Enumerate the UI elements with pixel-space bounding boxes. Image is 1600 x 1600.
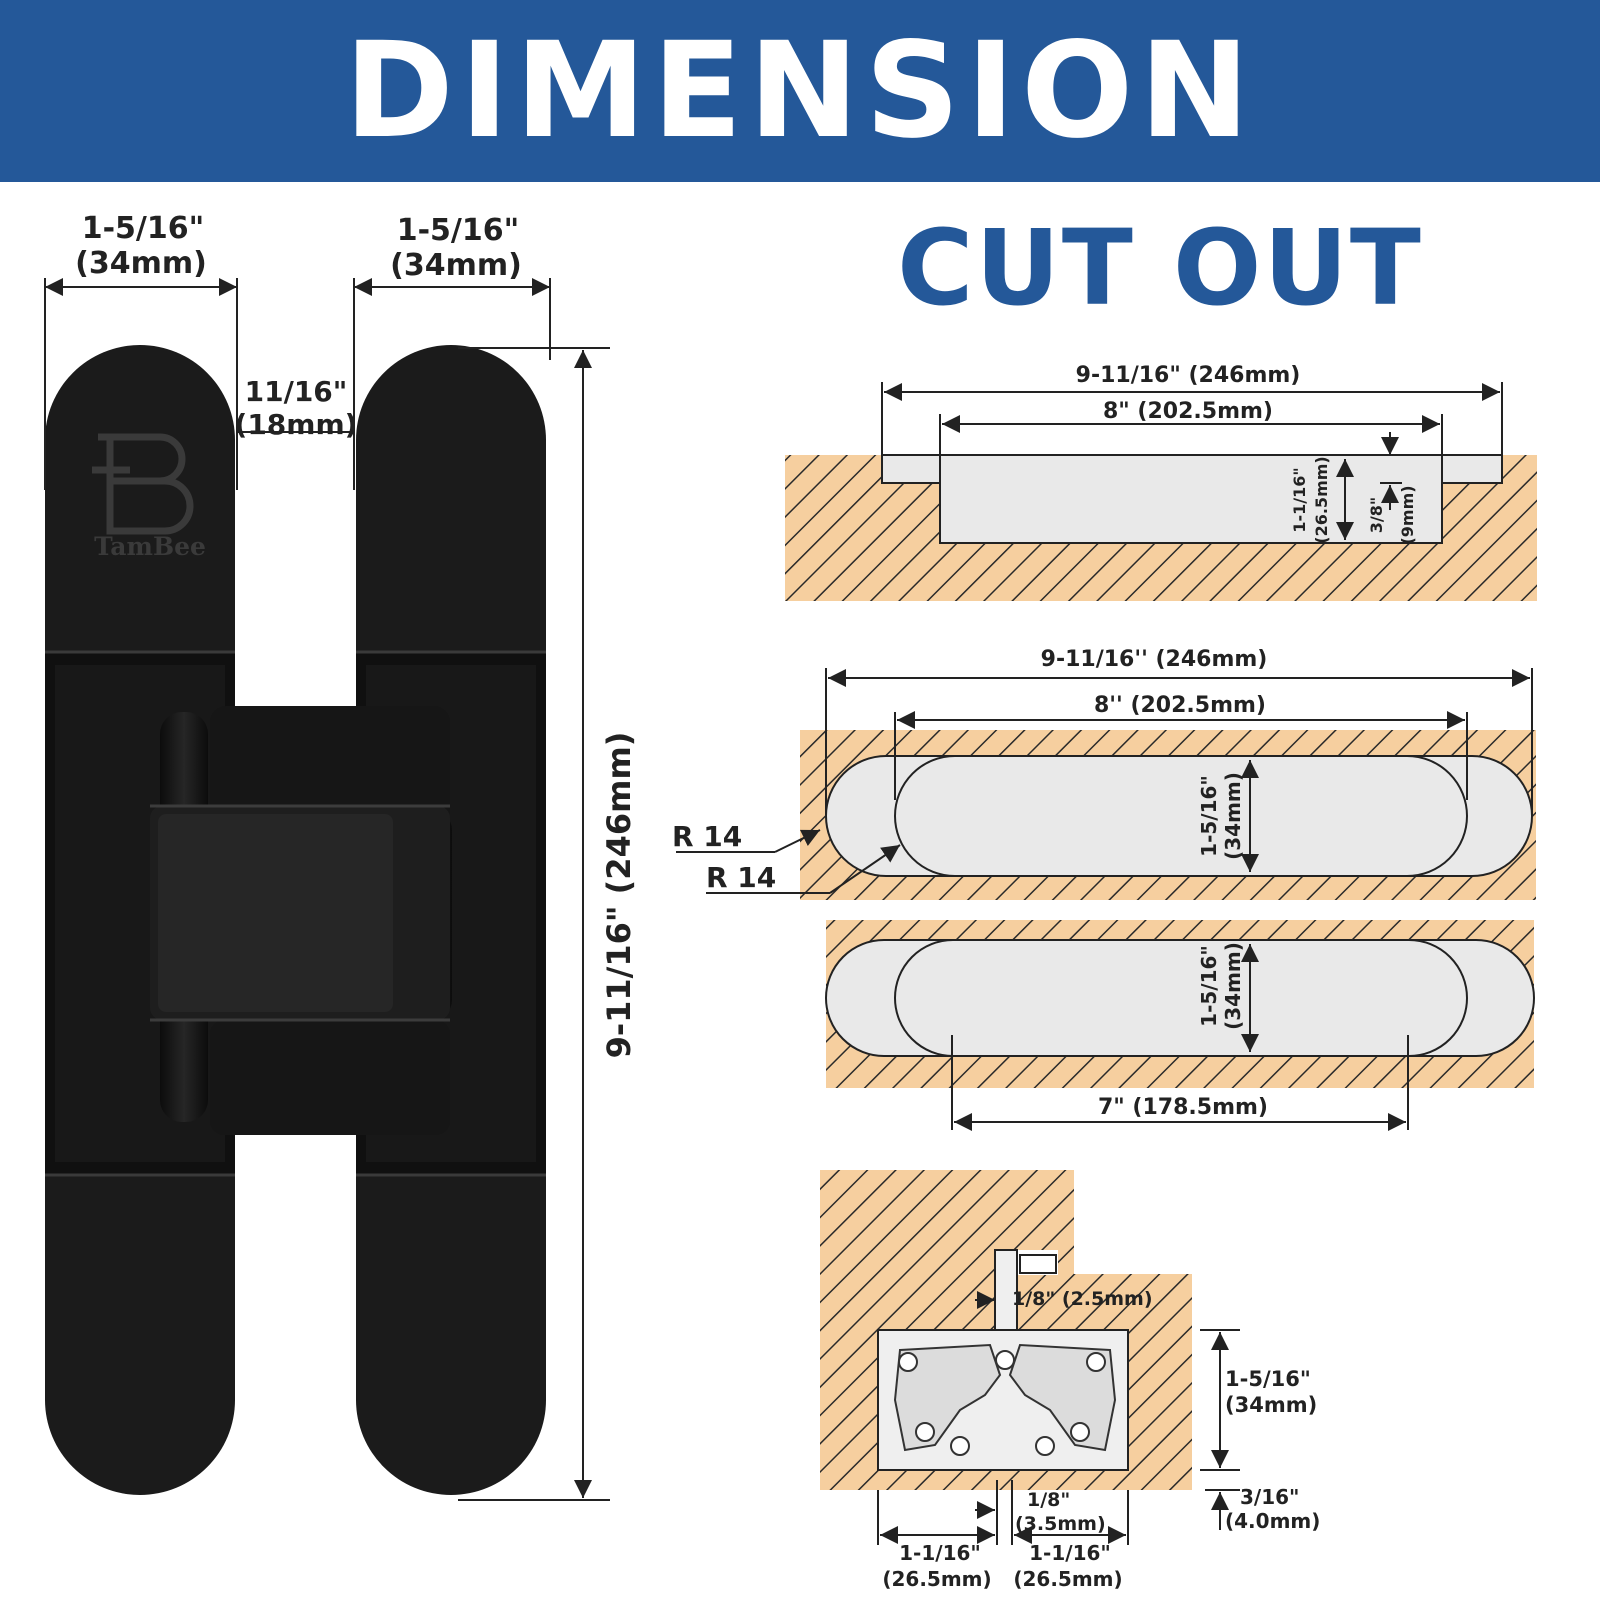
section-depth-right-mm: (26.5mm)	[1013, 1567, 1122, 1591]
hinge-mechanism-lower	[210, 1020, 450, 1135]
cutout-screw-spacing: 7" (178.5mm)	[1098, 1095, 1268, 1120]
hinge-cross-section	[820, 1170, 1240, 1545]
cutout-side-overall: 9-11/16" (246mm)	[1076, 363, 1301, 388]
cutout-screw-width-inch: 1-5/16"	[1197, 945, 1221, 1027]
hinge-dimensions	[44, 278, 610, 1501]
leaf-gap-inch: 11/16"	[245, 375, 348, 408]
section-height-inch: 1-5/16"	[1225, 1367, 1311, 1391]
cut-out-title: CUT OUT	[897, 207, 1423, 329]
section-height-mm: (34mm)	[1225, 1393, 1317, 1417]
right-leaf-width-mm: (34mm)	[390, 248, 522, 283]
section-offset-inch: 3/16"	[1240, 1485, 1299, 1509]
hinge-illustration: TamBee	[45, 345, 546, 1495]
section-offset-mm: (4.0mm)	[1225, 1509, 1320, 1533]
cutout-side-section	[785, 382, 1537, 601]
title-banner	[0, 0, 1600, 182]
cutout-screw-view	[825, 920, 1535, 1131]
radius-inner-label: R 14	[706, 861, 776, 894]
section-gap-bottom-mm: (3.5mm)	[1015, 1513, 1106, 1535]
section-depth-left-mm: (26.5mm)	[882, 1567, 991, 1591]
section-depth-left-inch: 1-1/16"	[899, 1541, 981, 1565]
brand-name: TamBee	[94, 532, 206, 561]
cutout-top-pocket: 8'' (202.5mm)	[1094, 693, 1266, 718]
left-leaf-width-mm: (34mm)	[75, 246, 207, 281]
left-leaf-width-inch: 1-5/16"	[82, 211, 205, 246]
cutout-side-pocket: 8" (202.5mm)	[1103, 399, 1273, 424]
hinge-mechanism-upper	[210, 706, 450, 826]
cutout-side-depth-inch: 1-1/16"	[1290, 467, 1309, 532]
radius-outer-label: R 14	[672, 820, 742, 853]
page-title: DIMENSION	[344, 14, 1256, 168]
cutout-top-view	[676, 668, 1536, 900]
right-leaf-bottom-cap	[356, 1175, 546, 1495]
cutout-screw-width-mm: (34mm)	[1221, 942, 1245, 1030]
hinge-height: 9-11/16" (246mm)	[600, 732, 638, 1059]
left-leaf-bottom-cap	[45, 1175, 235, 1495]
cutout-side-plate-mm: (9mm)	[1398, 485, 1417, 544]
brand-logo	[92, 433, 194, 535]
cutout-top-width-inch: 1-5/16"	[1197, 775, 1221, 857]
section-depth-right-inch: 1-1/16"	[1029, 1541, 1111, 1565]
body-slot	[894, 755, 1468, 877]
section-gap-bottom-inch: 1/8"	[1027, 1489, 1070, 1511]
right-leaf-width-inch: 1-5/16"	[397, 213, 520, 248]
cutout-top-overall: 9-11/16'' (246mm)	[1041, 647, 1268, 672]
leaf-gap-mm: (18mm)	[235, 408, 358, 441]
section-gap-top: 1/8" (2.5mm)	[1012, 1288, 1153, 1310]
cutout-side-depth-mm: (26.5mm)	[1312, 456, 1331, 543]
left-leaf-top-cap	[45, 345, 235, 652]
cutout-side-plate-inch: 3/8"	[1367, 497, 1386, 533]
cutout-top-width-mm: (34mm)	[1221, 772, 1245, 860]
right-leaf-top-cap	[356, 345, 546, 652]
